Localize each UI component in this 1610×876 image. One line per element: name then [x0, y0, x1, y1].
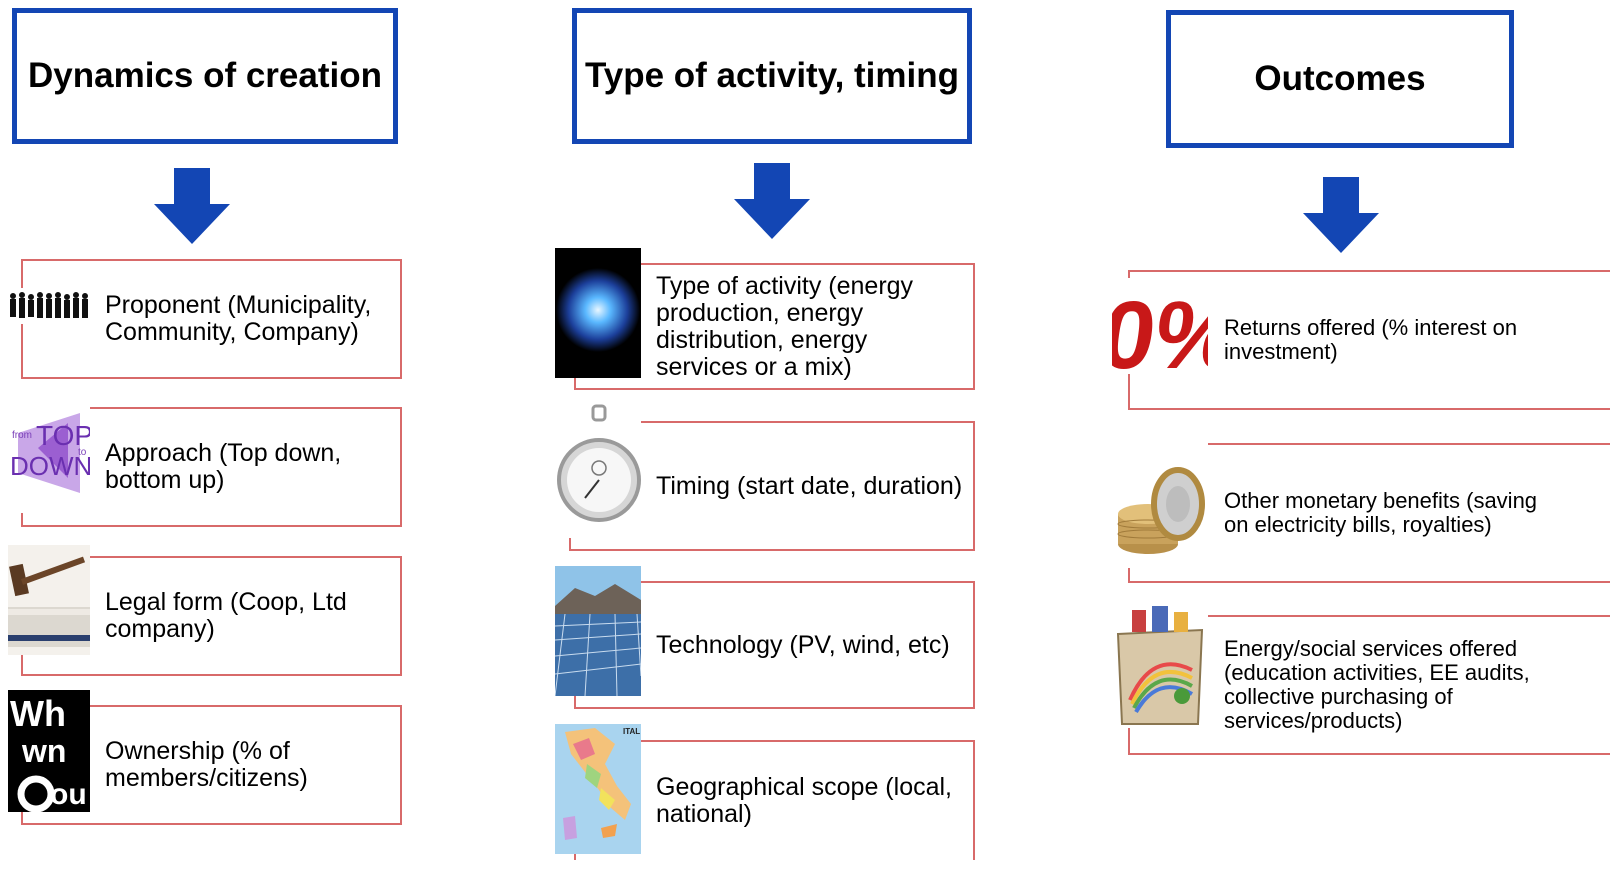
list-item-monetary-benefits: Other monetary benefits (saving on elect… — [1128, 443, 1610, 583]
item-label: Other monetary benefits (saving on elect… — [1224, 488, 1538, 537]
list-item-services: Energy/social services offered (educatio… — [1128, 615, 1610, 755]
coins-stack-icon — [1112, 426, 1208, 568]
icon-text-zero-percent: 0% — [1112, 282, 1208, 374]
icon-text-wn: wn — [21, 733, 66, 769]
item-label: Energy/social services offered (educatio… — [1224, 636, 1530, 733]
zero-percent-icon: 0% — [1112, 278, 1208, 374]
column-header-outcomes: Outcomes — [1166, 10, 1514, 148]
down-arrow-icon — [734, 163, 810, 239]
column-header-dynamics: Dynamics of creation — [12, 8, 398, 144]
item-label: Type of activity (energy production, ene… — [656, 271, 914, 381]
stopwatch-icon — [555, 402, 641, 538]
icon-text-wh: Wh — [10, 693, 66, 734]
icon-text-ital: ITAL — [623, 727, 640, 736]
item-label: Legal form (Coop, Ltd company) — [105, 588, 347, 643]
icon-text-to: to — [78, 447, 87, 458]
icon-text-from: from — [12, 430, 32, 441]
icon-text-down: DOWN — [10, 451, 90, 481]
people-silhouettes-icon — [8, 288, 90, 324]
energy-orb-icon — [555, 248, 641, 378]
item-label: Geographical scope (local, national) — [656, 773, 952, 828]
column-header-activity: Type of activity, timing — [572, 8, 972, 144]
down-arrow-icon — [1303, 177, 1379, 253]
top-down-icon: from TOP DOWN to — [8, 393, 90, 513]
gavel-book-icon — [8, 545, 90, 655]
solar-panels-icon — [555, 566, 641, 696]
icon-text-top: TOP — [36, 420, 90, 451]
list-item-returns: Returns offered (% interest on investmen… — [1128, 270, 1610, 410]
item-label: Ownership (% of members/citizens) — [105, 737, 308, 792]
item-label: Proponent (Municipality, Community, Comp… — [105, 291, 372, 346]
who-owns-you-icon: Wh wn ou — [8, 690, 90, 812]
item-label: Timing (start date, duration) — [656, 471, 963, 500]
item-label: Technology (PV, wind, etc) — [656, 630, 950, 659]
icon-text-ou: ou — [50, 778, 87, 811]
down-arrow-icon — [154, 168, 230, 244]
italy-map-icon: ITAL — [555, 724, 641, 854]
item-label: Returns offered (% interest on investmen… — [1224, 315, 1518, 364]
drawing-bag-icon — [1112, 600, 1208, 728]
item-label: Approach (Top down, bottom up) — [105, 439, 342, 494]
